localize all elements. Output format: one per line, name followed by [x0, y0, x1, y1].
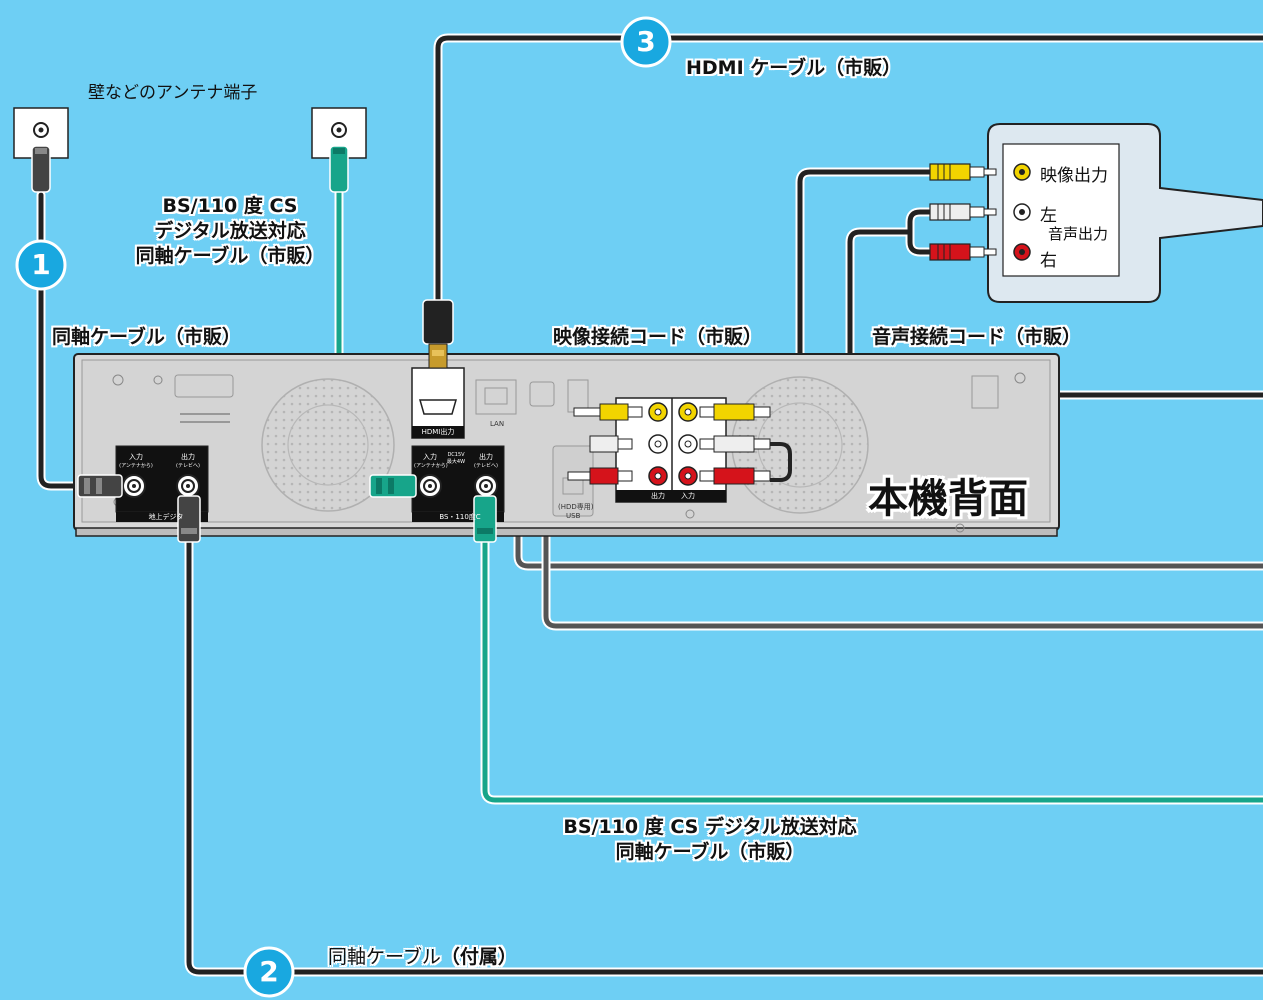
usb-label: USB [566, 512, 581, 520]
lan-port [475, 379, 517, 415]
bs-plug-input [369, 474, 417, 498]
bs-output-text: 出力 [479, 453, 493, 461]
bs-cable-top-line3: 同軸ケーブル（市販） [135, 245, 325, 267]
tv-panel-callout [987, 123, 1263, 303]
bs-input-label: 入力 (アンテナから) [414, 452, 448, 469]
bs-cable-bottom-line2: 同軸ケーブル（市販） [615, 841, 805, 863]
wall-antenna-label: 壁などのアンテナ端子 [88, 83, 258, 103]
unit-title: 本機背面 [868, 476, 1028, 522]
coax-cable-supplied-suffix: （付属） [440, 946, 517, 968]
bs-dc-text: DC15V [447, 452, 465, 458]
step-badge-3 [620, 16, 672, 68]
rca-plugs-tv [929, 163, 997, 261]
rca-plugs-input [699, 403, 771, 485]
terrestrial-footer: 地上デジタ [148, 513, 184, 521]
bs-input-text: 入力 [423, 453, 437, 461]
step-number-2: 2 [259, 955, 279, 988]
bs-cable-bottom [480, 535, 1263, 805]
tv-left-label: 左 [1040, 206, 1057, 226]
bs-dc-sub: 最大4W [446, 459, 466, 465]
bs-cable-bottom-line1: BS/110 度 CS デジタル放送対応 [563, 816, 857, 838]
hdmi-cable-label: HDMI ケーブル（市販） [686, 57, 902, 79]
bs-cable-top-line1: BS/110 度 CS [162, 195, 298, 217]
bs-footer: BS・110度C [439, 513, 481, 521]
lan-label: LAN [490, 420, 505, 428]
step-number-1: 1 [31, 248, 51, 281]
hdmi-terminal [411, 367, 465, 439]
wall-antenna-right [311, 107, 367, 193]
rca-plugs-output [567, 403, 643, 485]
bs-output-sub: (テレビへ) [474, 463, 498, 469]
hdmi-plug [422, 299, 454, 369]
coax-cable-supplied-label: 同軸ケーブル（付属） [328, 942, 517, 969]
unit-back-panel [73, 353, 1060, 537]
av-output-label: 出力 [651, 492, 665, 500]
bs-dc-label: DC15V 最大4W [443, 452, 469, 465]
bs-cable-top-label: BS/110 度 CS デジタル放送対応 同軸ケーブル（市販） [130, 194, 330, 269]
step-badge-2 [243, 946, 295, 998]
terrestrial-output-text: 出力 [181, 453, 195, 461]
coax-plug-2 [177, 495, 201, 543]
hdmi-port-label: HDMI出力 [421, 428, 455, 436]
audio-cord-label: 音声接続コード（市販） [872, 326, 1082, 348]
terrestrial-input-sub: (アンテナから) [119, 463, 153, 469]
bs-plug-output [473, 495, 497, 543]
video-cord-label: 映像接続コード（市販） [553, 326, 763, 348]
bs-input-sub: (アンテナから) [414, 463, 448, 469]
tv-video-out-label: 映像出力 [1040, 166, 1108, 186]
fan-vent-left [261, 378, 395, 512]
step-number-3: 3 [636, 25, 656, 58]
wall-antenna-left [13, 107, 69, 193]
av-input-label: 入力 [681, 492, 695, 500]
bs-cable-top-line2: デジタル放送対応 [154, 220, 306, 242]
bs-output-label: 出力 (テレビへ) [470, 452, 502, 469]
hdd-label: (HDD専用) [558, 503, 594, 511]
coax-plug-1 [77, 474, 123, 498]
terrestrial-output-sub: (テレビへ) [176, 463, 200, 469]
tv-right-label: 右 [1040, 251, 1057, 271]
terrestrial-input-text: 入力 [129, 453, 143, 461]
step-badge-1 [15, 239, 67, 291]
bs-cable-bottom-label: BS/110 度 CS デジタル放送対応 同軸ケーブル（市販） [500, 815, 920, 865]
tv-audio-out-label: 音声出力 [1048, 225, 1109, 243]
terrestrial-output-label: 出力 (テレビへ) [170, 452, 206, 469]
coax-cable-2 [184, 535, 1263, 977]
coax-cable-supplied-prefix: 同軸ケーブル [328, 946, 441, 968]
terrestrial-input-label: 入力 (アンテナから) [118, 452, 154, 469]
coax-cable-left-label: 同軸ケーブル（市販） [52, 326, 241, 348]
optical-port [529, 381, 555, 407]
